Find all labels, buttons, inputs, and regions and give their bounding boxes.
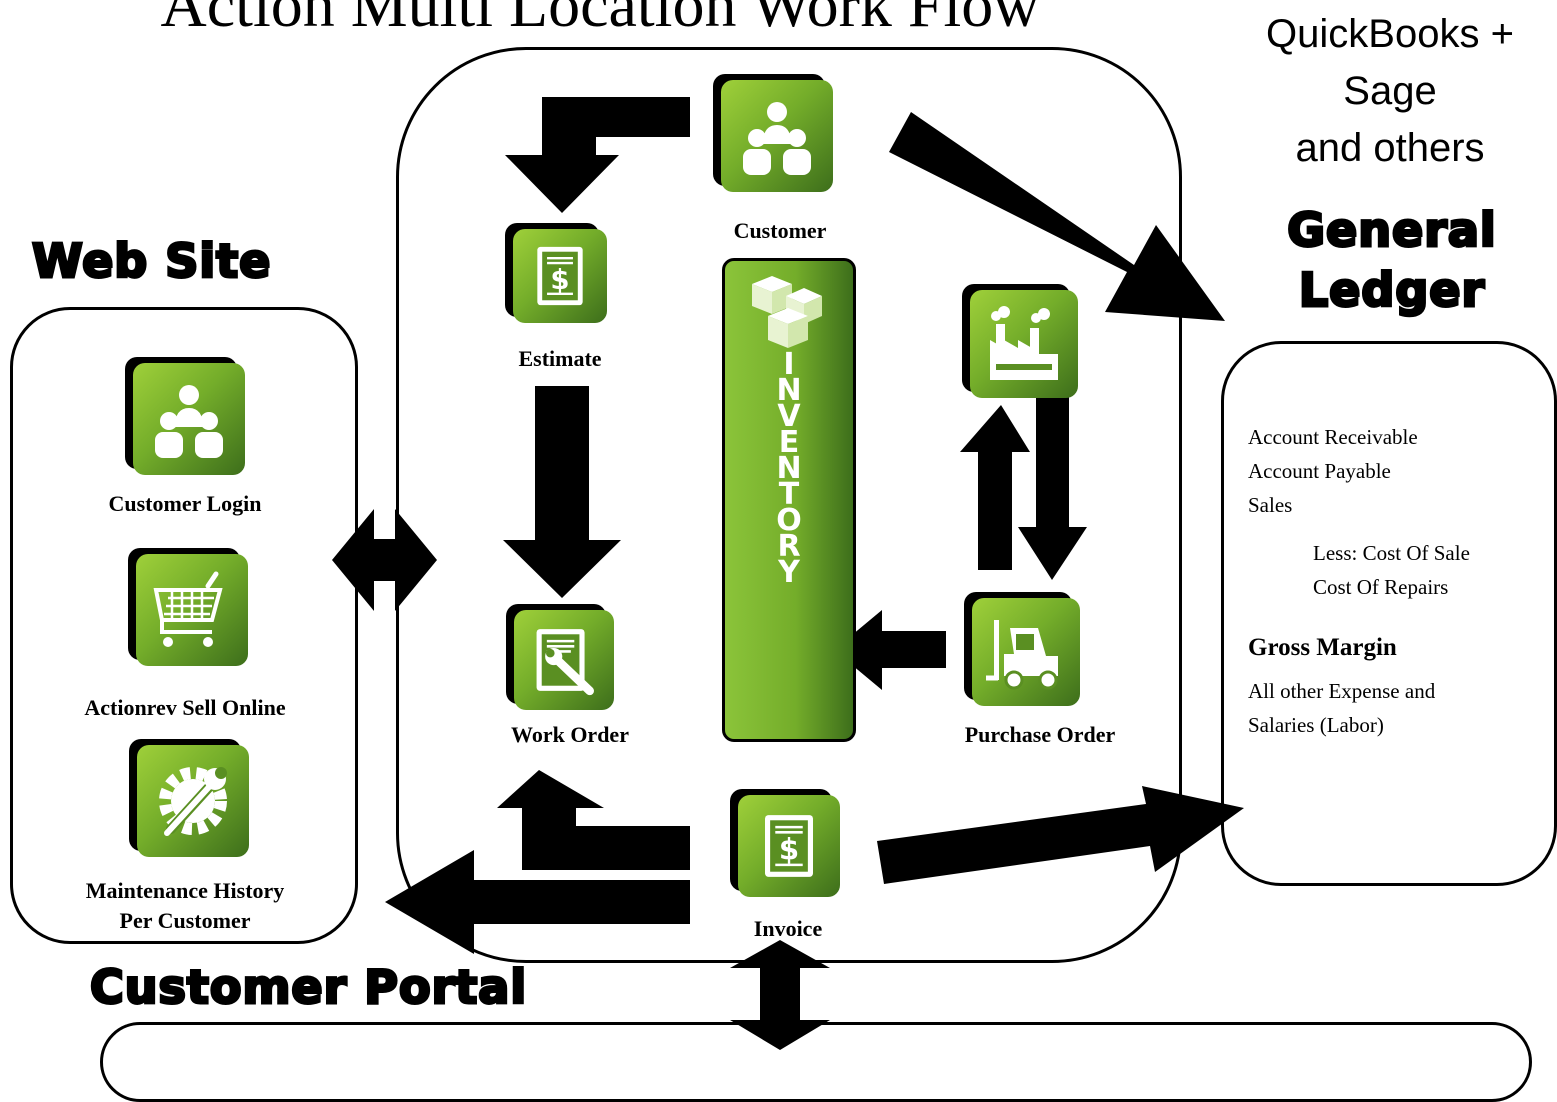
ledger-line: Account Receivable bbox=[1248, 425, 1418, 449]
accounting-line: Sage bbox=[1343, 69, 1437, 113]
sell-online-tile[interactable] bbox=[128, 548, 248, 666]
accounting-line: and others bbox=[1295, 126, 1485, 170]
estimate-tile[interactable]: $ bbox=[505, 223, 607, 323]
wrench-document-icon bbox=[536, 629, 594, 696]
ledger-accounts: Account Receivable Account Payable Sales bbox=[1248, 420, 1418, 522]
purchase-order-label: Purchase Order bbox=[964, 722, 1116, 747]
dollar-document-icon: $ bbox=[537, 246, 583, 306]
inventory-letter: E bbox=[778, 425, 800, 460]
maintenance-tile[interactable] bbox=[129, 739, 249, 857]
maintenance-label-line: Maintenance History bbox=[85, 878, 285, 903]
inventory-label: I N V E N T O R Y bbox=[722, 347, 856, 590]
customer-label: Customer bbox=[733, 218, 827, 243]
work-order-tile[interactable] bbox=[506, 604, 614, 710]
customer-portal-heading: Customer Portal bbox=[88, 959, 528, 1016]
factory-tile[interactable] bbox=[962, 284, 1078, 398]
arrow-po-to-factory bbox=[960, 405, 1030, 570]
general-ledger-panel bbox=[1221, 341, 1557, 886]
estimate-label: Estimate bbox=[518, 346, 602, 371]
arrow-factory-to-po bbox=[1018, 396, 1087, 580]
inventory-letter: R bbox=[777, 529, 801, 564]
inventory-letter: N bbox=[776, 373, 802, 408]
inventory-letter: Y bbox=[778, 555, 800, 590]
arrow-po-to-inventory bbox=[834, 610, 946, 690]
arrow-invoice-to-work-order bbox=[497, 770, 690, 870]
arrows-layer bbox=[332, 97, 1244, 1050]
ledger-line: Salaries (Labor) bbox=[1248, 713, 1384, 737]
arrow-estimate-to-work-order bbox=[503, 386, 621, 598]
ledger-line: Sales bbox=[1248, 493, 1293, 517]
ledger-less: Less: Cost Of Sale Cost Of Repairs bbox=[1313, 536, 1470, 604]
customer-login-label: Customer Login bbox=[108, 491, 262, 516]
purchase-order-tile[interactable] bbox=[964, 592, 1080, 706]
ledger-line: Cost Of Repairs bbox=[1313, 575, 1449, 599]
accounting-line: QuickBooks + bbox=[1266, 12, 1514, 56]
boxes-icon bbox=[752, 276, 822, 348]
dollar-document-icon: $ bbox=[765, 815, 813, 877]
forklift-icon bbox=[986, 620, 1058, 690]
arrow-customer-to-estimate bbox=[505, 97, 690, 213]
inventory-letter: N bbox=[776, 451, 802, 486]
inventory-letter: O bbox=[776, 503, 802, 538]
work-order-label: Work Order bbox=[511, 722, 629, 747]
ledger-line: Less: Cost Of Sale bbox=[1313, 541, 1470, 565]
ledger-other: All other Expense and Salaries (Labor) bbox=[1248, 674, 1435, 742]
svg-text:$: $ bbox=[779, 833, 799, 867]
web-site-heading: Web Site bbox=[30, 233, 272, 290]
people-group-icon bbox=[743, 102, 811, 175]
svg-text:$: $ bbox=[550, 264, 569, 296]
general-ledger-line: General bbox=[1286, 202, 1497, 259]
diagram-title: Action Multi Location Work Flow bbox=[160, 0, 1040, 40]
arrow-customer-to-ledger bbox=[889, 112, 1225, 321]
invoice-tile[interactable]: $ bbox=[730, 789, 840, 897]
arrow-invoice-portal bbox=[730, 940, 830, 1050]
sell-online-label: Actionrev Sell Online bbox=[84, 695, 286, 720]
accounting-systems-note: QuickBooks + Sage and others bbox=[1240, 6, 1540, 177]
arrow-invoice-to-ledger bbox=[877, 786, 1244, 884]
inventory-letter: I bbox=[783, 347, 795, 382]
general-ledger-heading: General Ledger bbox=[1232, 200, 1552, 320]
maintenance-label-line: Per Customer bbox=[119, 908, 251, 933]
ledger-line: Account Payable bbox=[1248, 459, 1391, 483]
invoice-label: Invoice bbox=[753, 916, 823, 941]
general-ledger-line: Ledger bbox=[1297, 262, 1486, 319]
inventory-letter: V bbox=[777, 399, 801, 434]
factory-icon bbox=[990, 306, 1058, 380]
arrow-invoice-to-website bbox=[385, 850, 690, 954]
gross-margin-label: Gross Margin bbox=[1248, 634, 1397, 661]
arrow-website-workflow bbox=[332, 509, 437, 611]
customer-login-tile[interactable] bbox=[125, 357, 245, 475]
customer-tile[interactable] bbox=[713, 74, 833, 192]
ledger-line: All other Expense and bbox=[1248, 679, 1436, 703]
maintenance-label: Maintenance History Per Customer bbox=[60, 876, 310, 936]
people-group-icon bbox=[155, 385, 223, 458]
inventory-letter: T bbox=[778, 477, 800, 512]
shopping-cart-icon bbox=[153, 571, 223, 647]
gear-wrench-icon bbox=[159, 767, 227, 836]
